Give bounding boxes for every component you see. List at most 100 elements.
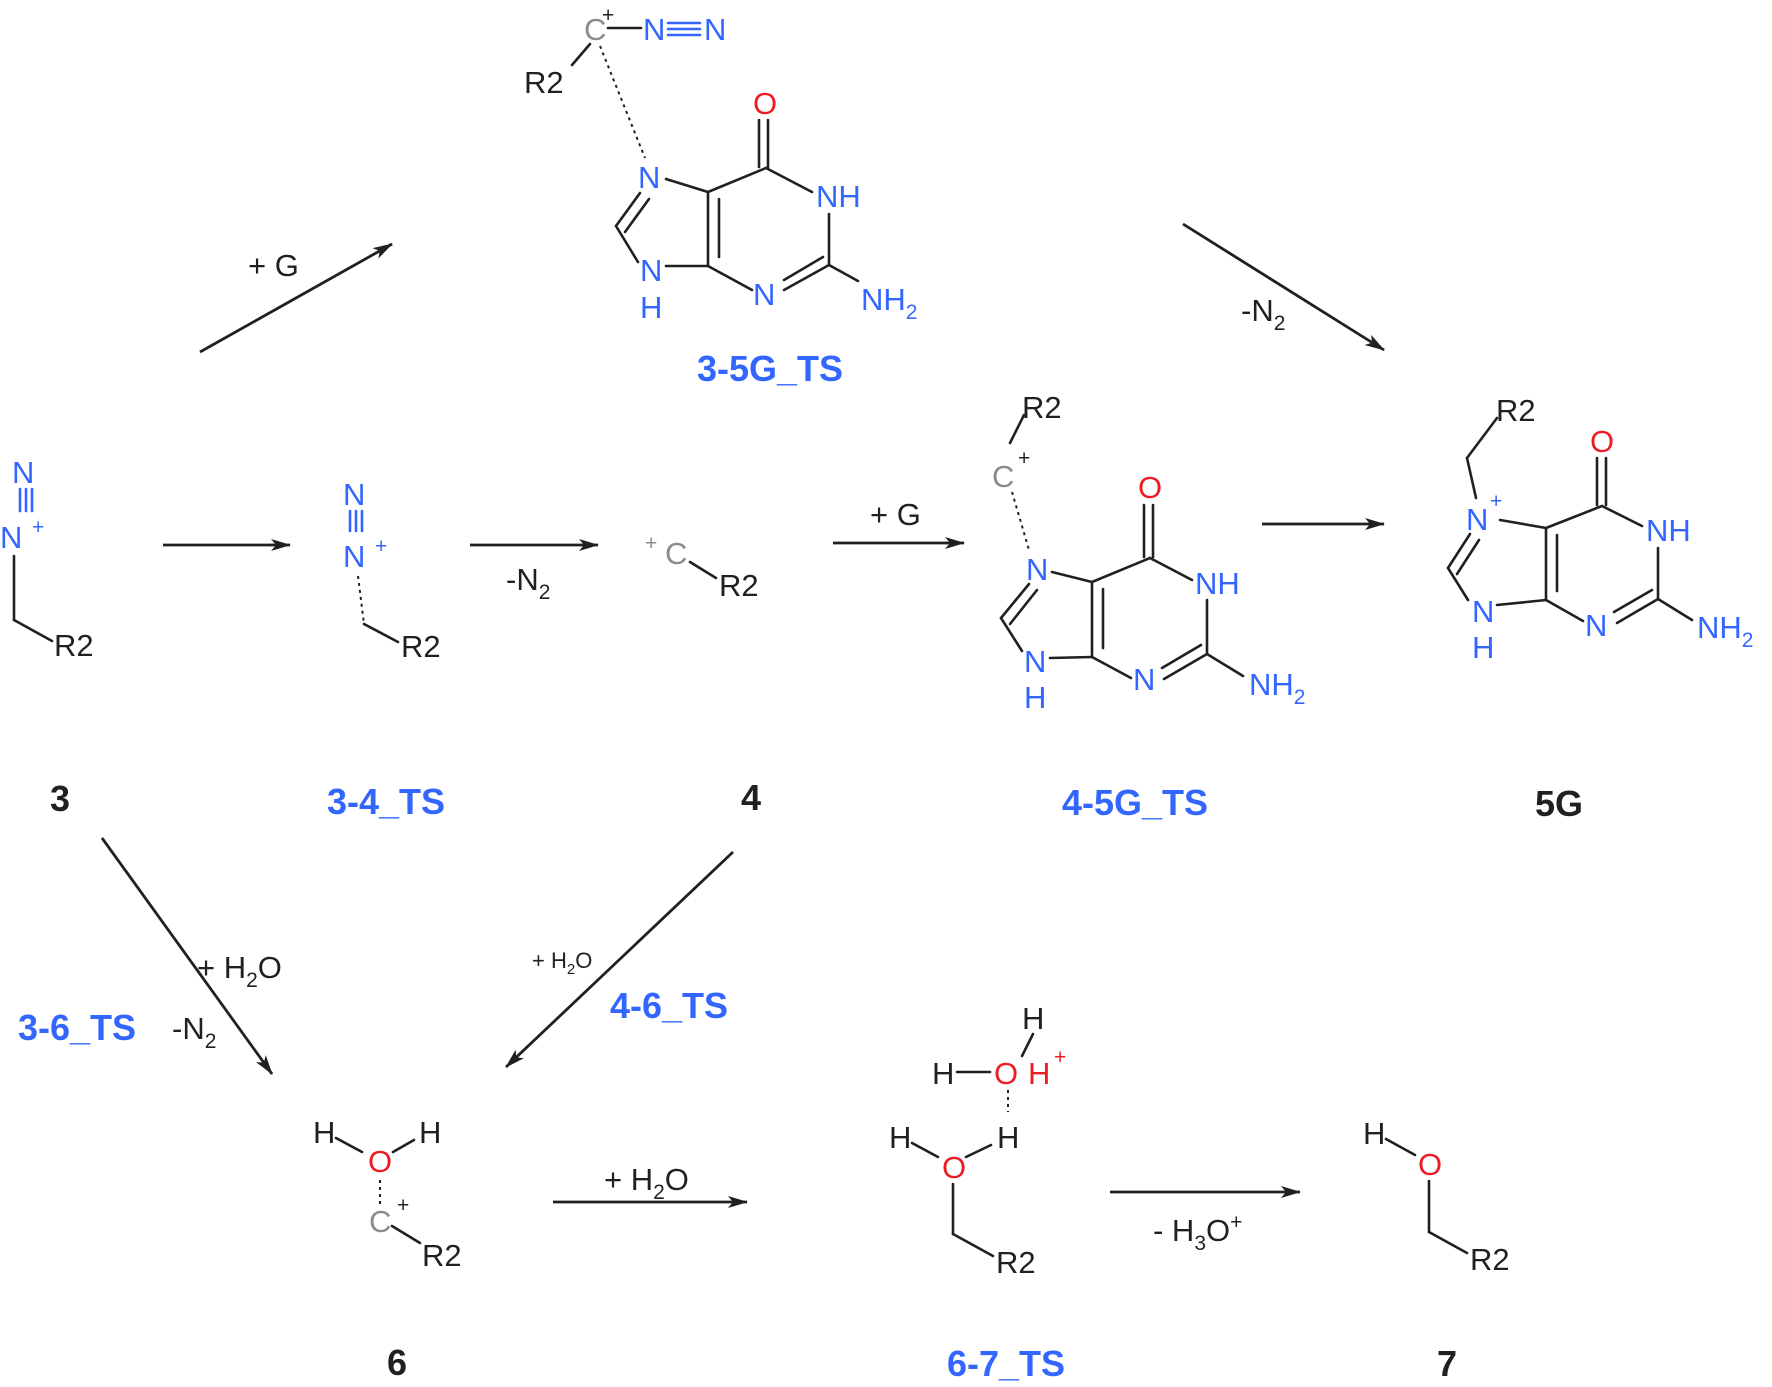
svg-text:O: O [753,86,777,121]
svg-text:+: + [397,1194,409,1217]
svg-text:-N2: -N2 [1241,293,1285,335]
svg-text:+: + [32,516,44,539]
svg-text:H: H [1028,1056,1050,1091]
svg-text:R2: R2 [401,629,441,664]
reaction-arrows [100,222,1385,1208]
svg-text:H: H [889,1120,911,1155]
svg-text:-N2: -N2 [172,1011,216,1053]
svg-text:R2: R2 [719,568,759,603]
compound-4-5g-ts: R2 C + O NH NH2 N N N H [992,390,1305,715]
condition-plus-g-top: + G [248,248,299,283]
arrow-4-to-6 [505,850,734,1069]
svg-text:R2: R2 [524,65,564,100]
svg-text:N: N [638,160,660,195]
svg-text:O: O [1138,470,1162,505]
svg-text:NH2: NH2 [1697,610,1753,652]
svg-text:+ G: + G [248,248,299,283]
svg-text:R2: R2 [1496,393,1536,428]
condition-minus-n2-3-6: -N2 [172,1011,216,1053]
label-3-4-ts: 3-4_TS [327,781,445,822]
compound-5g: R2 N + O NH NH2 N N H [1446,393,1753,665]
svg-text:N: N [1024,644,1046,679]
compound-4: + C R2 [645,532,759,603]
svg-text:+: + [645,532,657,555]
svg-text:R2: R2 [1022,390,1062,425]
label-compound-3: 3 [50,778,70,819]
svg-text:N: N [343,477,365,512]
svg-text:N: N [640,253,662,288]
label-compound-6: 6 [387,1342,407,1383]
svg-text:- H3O+: - H3O+ [1153,1211,1242,1255]
arrow-3-to-6 [100,837,274,1075]
svg-text:C: C [369,1204,391,1239]
label-compound-7: 7 [1437,1343,1457,1384]
compound-3: N N + R2 [0,455,94,663]
svg-text:+ H2O: + H2O [532,948,592,978]
label-compound-5g: 5G [1535,783,1583,824]
svg-text:R2: R2 [422,1238,462,1273]
svg-text:N: N [1026,552,1048,587]
svg-text:H: H [640,290,662,325]
svg-text:N: N [12,455,34,490]
svg-text:+: + [1018,447,1030,470]
label-4-6-ts: 4-6_TS [610,985,728,1026]
arrow-3-5G-TS-to-5G [1182,222,1385,352]
svg-text:N: N [0,520,22,555]
svg-text:N: N [1133,662,1155,697]
svg-text:H: H [1022,1001,1044,1036]
svg-text:+ G: + G [870,497,921,532]
svg-text:H: H [1363,1116,1385,1151]
condition-minus-n2-top: -N2 [1241,293,1285,335]
compound-6: H O H C + R2 [313,1115,462,1273]
svg-text:C: C [584,12,606,47]
svg-text:+ H2O: + H2O [197,950,282,992]
compound-3-5g-ts: C + N N R2 O NH NH2 N N N H 3-5G_TS [524,4,917,389]
svg-text:N: N [1472,594,1494,629]
svg-text:H: H [419,1115,441,1150]
svg-text:+: + [375,535,387,558]
compound-6-7-ts: H H O H + H H O R2 [889,1001,1066,1280]
svg-text:O: O [1418,1147,1442,1182]
arrow-3-to-3-5G-TS [199,242,393,354]
svg-text:R2: R2 [54,628,94,663]
svg-text:R2: R2 [996,1245,1036,1280]
svg-text:NH2: NH2 [861,282,917,324]
svg-text:O: O [368,1144,392,1179]
svg-text:NH: NH [1646,513,1691,548]
svg-text:+ H2O: + H2O [604,1162,689,1204]
label-4-5g-ts: 4-5G_TS [1062,782,1208,823]
svg-text:NH: NH [816,179,861,214]
compound-7: H O R2 [1363,1116,1510,1277]
svg-text:N: N [1585,608,1607,643]
svg-text:H: H [1472,630,1494,665]
condition-minus-n2-3-4: -N2 [506,562,550,604]
label-compound-4: 4 [741,777,761,818]
condition-plus-h2o-4-6: + H2O [532,948,592,978]
svg-text:+: + [1054,1046,1066,1069]
svg-text:R2: R2 [1470,1242,1510,1277]
svg-text:C: C [992,459,1014,494]
svg-text:N: N [1466,502,1488,537]
svg-text:+: + [602,4,614,27]
condition-minus-h3o: - H3O+ [1153,1211,1242,1255]
svg-text:N: N [704,12,726,47]
svg-text:H: H [313,1115,335,1150]
svg-text:O: O [942,1150,966,1185]
compound-3-4-ts: N N + R2 [343,477,441,664]
svg-text:H: H [997,1120,1019,1155]
label-3-5g-ts: 3-5G_TS [697,348,843,389]
svg-text:C: C [665,536,687,571]
label-6-7-ts: 6-7_TS [947,1343,1065,1384]
svg-text:H: H [932,1056,954,1091]
condition-plus-h2o-6-7: + H2O [604,1162,689,1204]
label-3-6-ts: 3-6_TS [18,1007,136,1048]
svg-text:N: N [643,12,665,47]
svg-text:NH: NH [1195,566,1240,601]
svg-text:N: N [753,277,775,312]
svg-text:O: O [1590,424,1614,459]
condition-plus-g-mid: + G [870,497,921,532]
svg-text:-N2: -N2 [506,562,550,604]
condition-plus-h2o-3-6: + H2O [197,950,282,992]
